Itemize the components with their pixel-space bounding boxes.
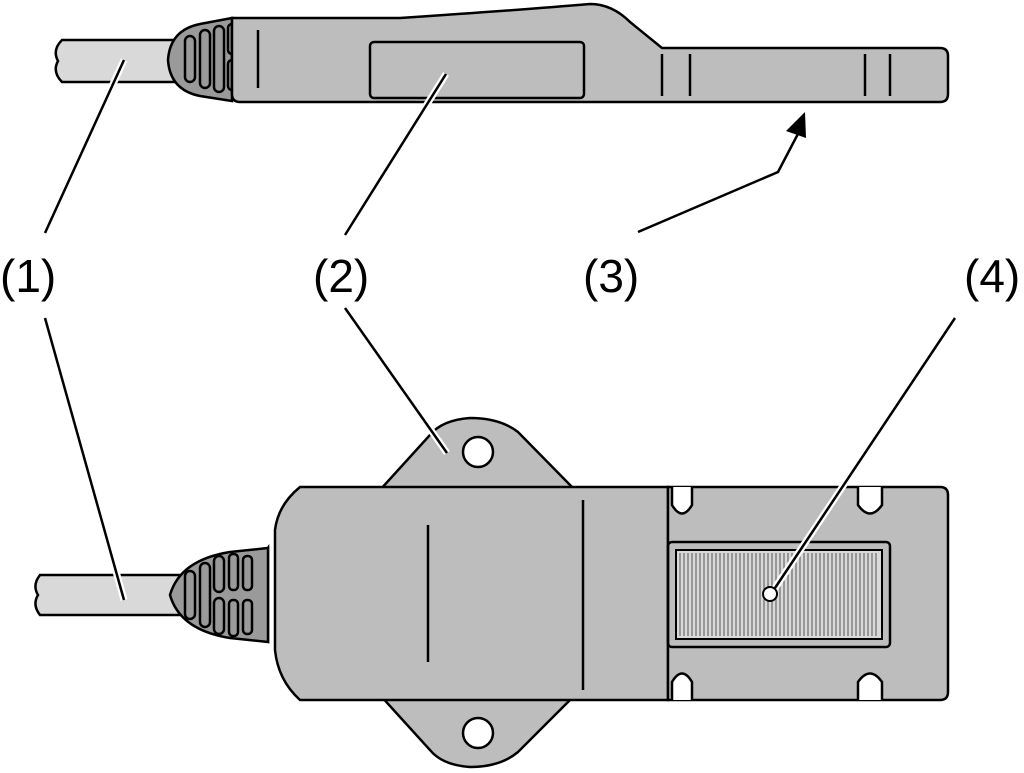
arrow-head-icon <box>786 112 806 138</box>
top-cable-boot <box>168 546 270 644</box>
top-view <box>34 416 950 769</box>
top-cable <box>34 573 187 617</box>
side-view <box>54 2 950 104</box>
side-cable-boot <box>166 16 238 103</box>
top-housing <box>273 416 670 769</box>
mounting-hole-icon <box>461 435 495 469</box>
leader-lines <box>41 58 958 602</box>
callout-4: (4) <box>964 250 1020 302</box>
mounting-hole-icon <box>461 716 495 750</box>
callout-2: (2) <box>313 250 369 302</box>
side-label-panel <box>368 40 586 100</box>
top-sensing-head <box>666 485 950 702</box>
callout-1: (1) <box>0 250 56 302</box>
side-housing <box>230 2 950 104</box>
side-cable <box>54 38 182 84</box>
callout-3: (3) <box>583 250 639 302</box>
sensing-window <box>675 549 883 640</box>
